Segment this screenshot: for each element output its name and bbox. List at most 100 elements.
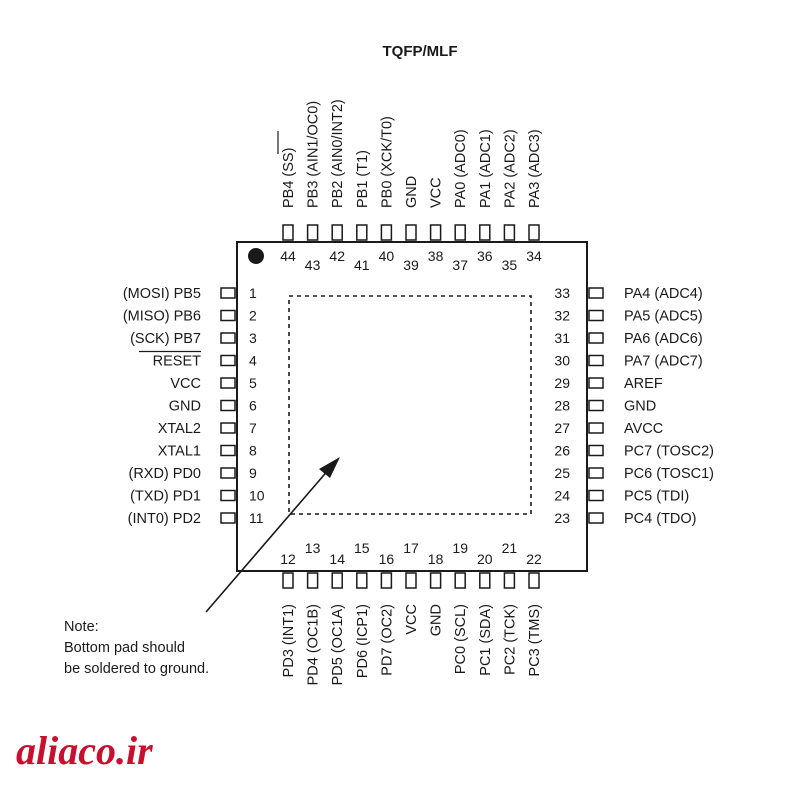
pin-38-label: VCC (429, 177, 445, 208)
pin-18-lead (429, 572, 442, 589)
pin-25-label: PC6 (TOSC1) (624, 466, 714, 482)
pin-42-number: 42 (329, 248, 345, 264)
pin-5-label: VCC (170, 376, 201, 392)
pin-2-number: 2 (249, 308, 257, 324)
pin-2-label: (MISO) PB6 (123, 309, 201, 325)
pin-4-label: RESET (153, 354, 201, 370)
pin-11-label: (INT0) PD2 (128, 511, 201, 527)
bottom-pad-note: Note: Bottom pad should be soldered to g… (64, 617, 209, 680)
pin-39-number: 39 (403, 257, 419, 273)
pin-22-label: PC3 (TMS) (527, 604, 543, 677)
pin-1-number: 1 (249, 285, 257, 301)
pin-7-label: XTAL2 (158, 421, 201, 437)
pin-43-lead (306, 224, 319, 241)
pin-43-label: PB3 (AIN1/OC0) (306, 101, 322, 208)
pin-21-lead (503, 572, 516, 589)
pin-5-number: 5 (249, 375, 257, 391)
pin-6-lead (220, 399, 236, 412)
pin-12-number: 12 (280, 551, 296, 567)
pin-12-label: PD3 (INT1) (281, 604, 297, 677)
pin-25-number: 25 (554, 465, 570, 481)
pin-9-lead (220, 467, 236, 479)
pin-19-label: PC0 (SCL) (453, 604, 469, 674)
pin-32-label: PA5 (ADC5) (624, 309, 703, 325)
note-line-1: Note: (64, 619, 99, 635)
pin-28-lead (588, 399, 604, 412)
pin-4-number: 4 (249, 353, 257, 369)
pin-37-lead (454, 224, 466, 241)
pin-10-label: (TXD) PD1 (130, 489, 201, 505)
pin-42-lead (331, 224, 343, 241)
pin-16-label: PD7 (OC2) (379, 604, 395, 676)
note-arrow-head (319, 457, 340, 478)
pin-3-label: (SCK) PB7 (130, 331, 201, 347)
pin-22-lead (528, 572, 540, 589)
pin-21-number: 21 (502, 540, 518, 556)
pin-1-lead (220, 287, 236, 299)
pin-28-number: 28 (554, 398, 570, 414)
pin-30-label: PA7 (ADC7) (624, 354, 703, 370)
pin-33-label: PA4 (ADC4) (624, 286, 703, 302)
pin-43-number: 43 (305, 257, 321, 273)
pin-36-lead (479, 224, 491, 241)
pin-1-label: (MOSI) PB5 (123, 286, 201, 302)
pin-23-lead (588, 512, 604, 524)
pin-32-lead (588, 309, 604, 322)
pin-13-number: 13 (305, 540, 321, 556)
pin-8-label: XTAL1 (158, 444, 201, 460)
pin-39-lead (405, 224, 417, 241)
pin-27-label: AVCC (624, 421, 663, 437)
pin-33-lead (588, 287, 604, 299)
pin-7-lead (220, 422, 236, 434)
pin-20-lead (479, 572, 491, 589)
pin-35-label: PA2 (ADC2) (502, 129, 518, 208)
pin-2-lead (220, 309, 236, 322)
pin-5-lead (220, 377, 236, 389)
pin-14-number: 14 (329, 551, 345, 567)
pin-20-label: PC1 (SDA) (478, 604, 494, 676)
pin-6-label: GND (169, 399, 201, 415)
pin-23-number: 23 (554, 510, 570, 526)
pin-17-lead (405, 572, 417, 589)
pin-41-lead (356, 224, 368, 241)
pin-11-number: 11 (249, 510, 264, 526)
pin-14-lead (331, 572, 343, 589)
watermark-logo: aliaco.ir (16, 728, 153, 773)
pin-31-label: PA6 (ADC6) (624, 331, 703, 347)
pin-34-lead (528, 224, 540, 241)
pin-29-lead (588, 377, 604, 389)
pin-27-number: 27 (554, 420, 570, 436)
pin-15-number: 15 (354, 540, 370, 556)
pin-33-number: 33 (554, 285, 570, 301)
pin-35-number: 35 (502, 257, 518, 273)
pin-37-number: 37 (452, 257, 468, 273)
pin-15-lead (356, 572, 368, 589)
pin-4-lead (220, 354, 236, 367)
pin-19-number: 19 (452, 540, 468, 556)
pin-10-number: 10 (249, 488, 265, 504)
pin-24-label: PC5 (TDI) (624, 489, 689, 505)
pin-15-label: PD6 (ICP1) (355, 604, 371, 678)
pin-6-number: 6 (249, 398, 257, 414)
pin-34-label: PA3 (ADC3) (527, 129, 543, 208)
pin1-marker (248, 248, 264, 264)
pin-13-lead (306, 572, 319, 589)
pin-26-number: 26 (554, 443, 570, 459)
pin-3-lead (220, 332, 236, 344)
pin-31-number: 31 (554, 330, 570, 346)
note-line-2: Bottom pad should (64, 640, 185, 656)
pin-40-number: 40 (379, 248, 395, 264)
pin-3-number: 3 (249, 330, 257, 346)
pin-27-lead (588, 422, 604, 434)
pin-18-number: 18 (428, 551, 444, 567)
pin-18-label: GND (429, 604, 445, 636)
package-title: TQFP/MLF (383, 43, 458, 60)
pin-38-lead (429, 224, 442, 241)
pin-22-number: 22 (526, 551, 542, 567)
note-arrow (205, 467, 331, 613)
pin-23-label: PC4 (TDO) (624, 511, 697, 527)
pin-36-number: 36 (477, 248, 493, 264)
pin-40-lead (380, 224, 393, 241)
pin-21-label: PC2 (TCK) (502, 604, 518, 675)
